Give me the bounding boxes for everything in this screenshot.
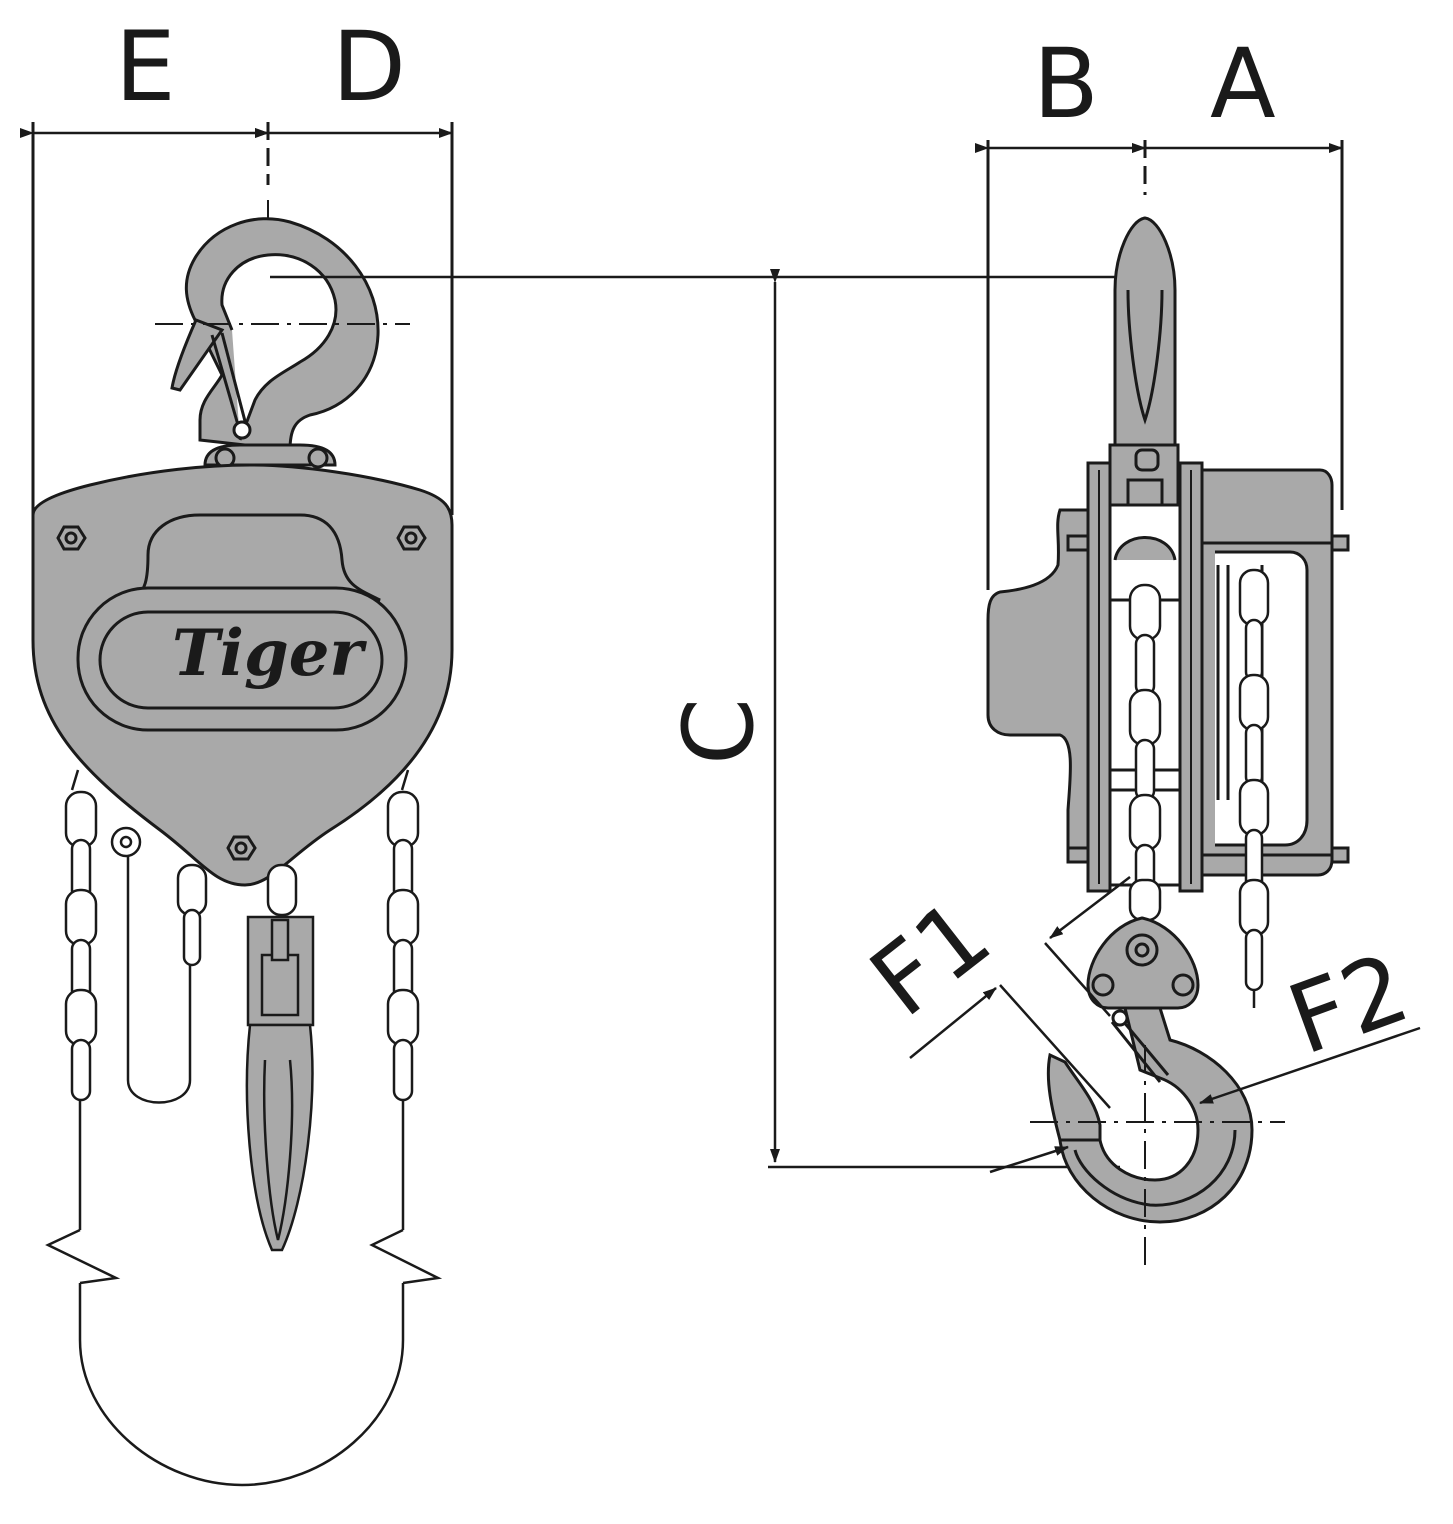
- front-hoist-body: [31, 463, 454, 887]
- dim-label-E: E: [115, 11, 176, 123]
- dim-label-F1: F1: [850, 878, 1011, 1038]
- dim-label-F2: F2: [1275, 932, 1423, 1077]
- dim-label-B: B: [1033, 28, 1099, 140]
- side-top-hook: [1108, 216, 1180, 507]
- front-chain-slack-loop: [110, 826, 208, 1104]
- side-hand-chain: [1238, 568, 1270, 1008]
- dim-F2: [989, 1026, 1421, 1174]
- dim-label-D: D: [332, 11, 406, 123]
- front-view: Tiger: [20, 122, 454, 1487]
- front-top-hook: [155, 217, 410, 469]
- front-hand-chain-left: [64, 769, 98, 1230]
- dim-F1: [909, 876, 1131, 1109]
- front-chain-break: [45, 1228, 443, 1487]
- side-hoist-housing: [986, 461, 1350, 893]
- front-load-chain: [245, 863, 315, 1252]
- front-hand-chain-right: [386, 769, 420, 1230]
- dim-label-C: C: [663, 698, 775, 765]
- dim-label-A: A: [1210, 28, 1276, 140]
- side-load-chain: [1128, 583, 1162, 922]
- dim-C: [270, 269, 1120, 1169]
- side-view: [909, 140, 1421, 1265]
- brand-logo: Tiger: [172, 616, 367, 691]
